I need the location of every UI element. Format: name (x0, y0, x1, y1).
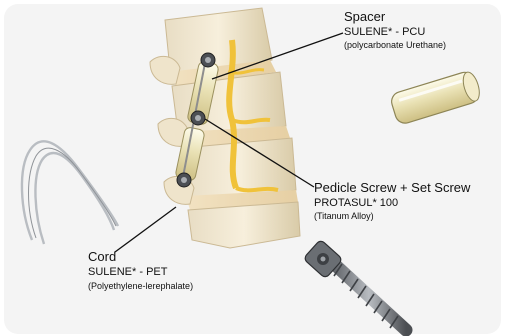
screw-detail: (Titanum Alloy) (314, 212, 470, 222)
screw-label: Pedicle Screw + Set Screw PROTASUL* 100 … (314, 181, 470, 222)
screw-material: PROTASUL* 100 (314, 197, 470, 209)
spine (150, 8, 300, 248)
cord-title: Cord (88, 250, 193, 264)
cord-material: SULENE* - PET (88, 266, 193, 278)
screw-title: Pedicle Screw + Set Screw (314, 181, 470, 195)
cord-label: Cord SULENE* - PET (Polyethylene-lerepha… (88, 250, 193, 292)
spacer-closeup (389, 69, 483, 125)
spacer-detail: (polycarbonate Urethane) (344, 41, 446, 51)
cord-detail: (Polyethylene-lerephalate) (88, 282, 193, 292)
screw-closeup (303, 239, 406, 330)
spacer-title: Spacer (344, 10, 446, 24)
spacer-label: Spacer SULENE* - PCU (polycarbonate Uret… (344, 10, 446, 51)
cord-closeup (22, 141, 118, 244)
spacer-material: SULENE* - PCU (344, 26, 446, 38)
